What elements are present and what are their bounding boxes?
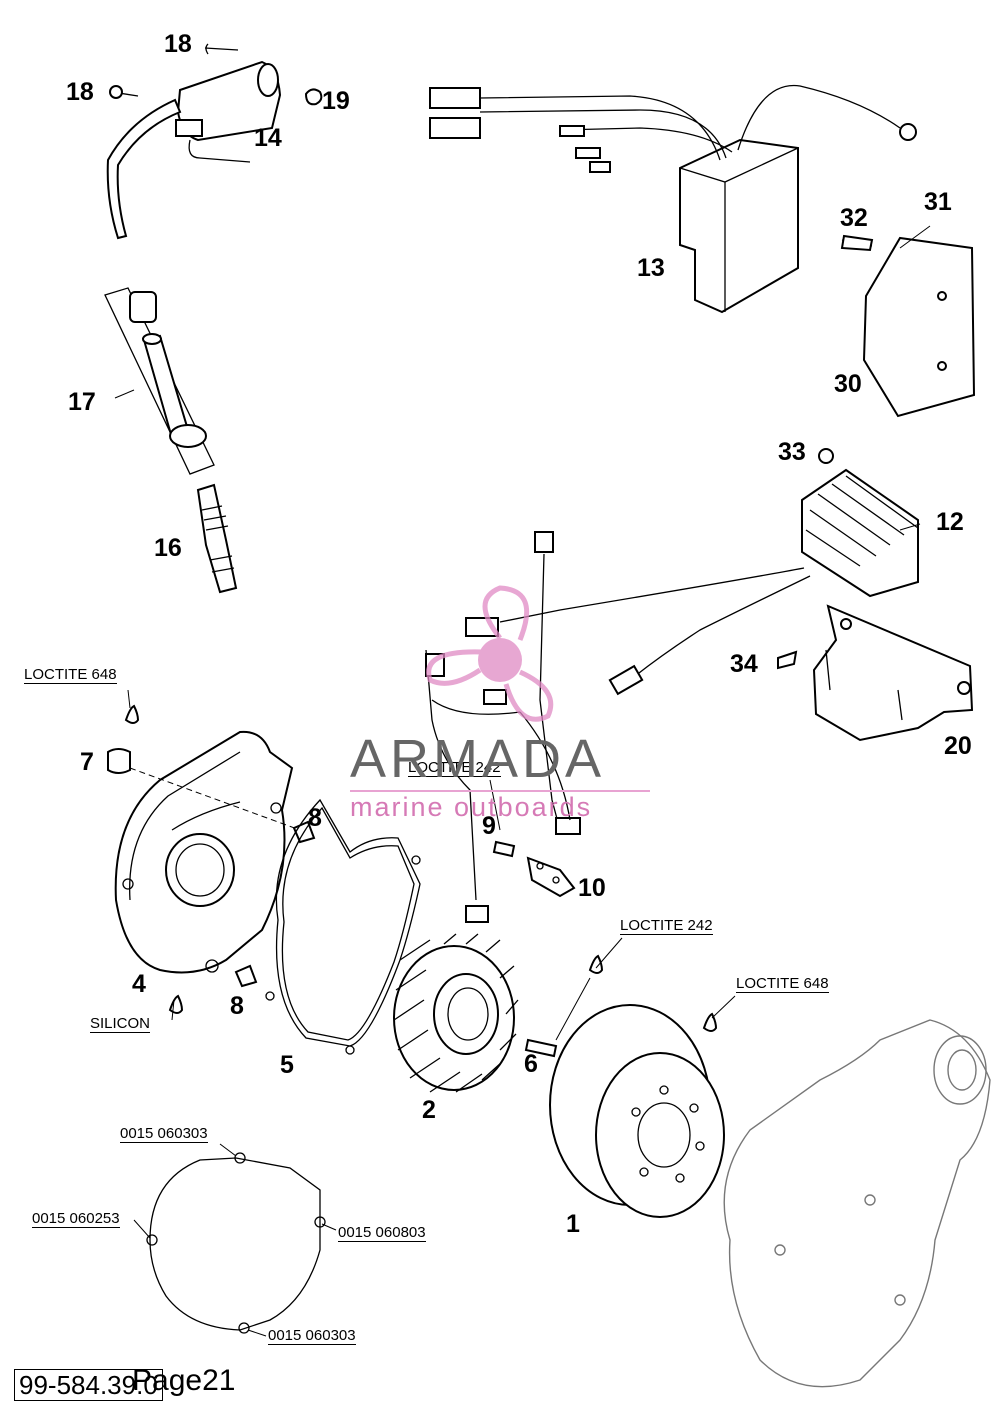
gasket-part-top: 0015 060303 (120, 1125, 208, 1143)
callout-4: 4 (132, 970, 146, 998)
cdi-unit (429, 84, 917, 314)
wiring-loom (425, 531, 581, 923)
callout-6: 6 (524, 1050, 538, 1078)
note-loctite-648-right: LOCTITE 648 (736, 975, 829, 993)
callout-20: 20 (944, 732, 972, 760)
callout-9: 9 (482, 812, 496, 840)
gasket-part-right: 0015 060803 (338, 1224, 426, 1242)
callout-33: 33 (778, 438, 806, 466)
document-code: 99-584.39.0 (14, 1369, 163, 1401)
callout-17: 17 (68, 388, 96, 416)
regulator-rectifier (465, 448, 974, 742)
callout-30: 30 (834, 370, 862, 398)
callout-19: 19 (322, 87, 350, 115)
callout-34: 34 (730, 650, 758, 678)
callout-18a: 18 (164, 30, 192, 58)
callout-12: 12 (936, 508, 964, 536)
callout-8a: 8 (308, 804, 322, 832)
callout-1: 1 (566, 1210, 580, 1238)
watermark-divider (350, 790, 650, 792)
gasket-outline (146, 1152, 326, 1334)
cdi-bracket (840, 234, 976, 418)
callout-32: 32 (840, 204, 868, 232)
callout-31: 31 (924, 188, 952, 216)
callout-10: 10 (578, 874, 606, 902)
note-loctite-242-center: LOCTITE 242 (408, 759, 501, 777)
page-label: Page21 (132, 1364, 236, 1397)
callout-5: 5 (280, 1051, 294, 1079)
ignition-coil (106, 43, 323, 240)
callout-7: 7 (80, 748, 94, 776)
spark-plug-assembly (104, 287, 238, 594)
watermark-title: ARMADA (350, 729, 606, 789)
gasket-part-bottom: 0015 060303 (268, 1327, 356, 1345)
callout-16: 16 (154, 534, 182, 562)
cover-gasket (265, 798, 421, 1055)
crankcase-half (723, 1019, 991, 1388)
leader-lines (127, 225, 931, 1337)
callout-14: 14 (254, 124, 282, 152)
flywheel-rotor (549, 1004, 725, 1218)
stator (393, 933, 519, 1093)
note-loctite-648-left: LOCTITE 648 (24, 666, 117, 684)
note-silicon: SILICON (90, 1015, 151, 1033)
flywheel-screw (524, 954, 604, 1058)
callout-13: 13 (637, 254, 665, 282)
pickup-coil (492, 840, 576, 898)
watermark-propeller-logo (426, 585, 554, 722)
callout-2: 2 (422, 1096, 436, 1124)
gasket-part-left: 0015 060253 (32, 1210, 120, 1228)
note-loctite-242-right: LOCTITE 242 (620, 917, 713, 935)
callout-8b: 8 (230, 992, 244, 1020)
watermark-subtitle: marine outboards (350, 792, 593, 822)
callout-18b: 18 (66, 78, 94, 106)
